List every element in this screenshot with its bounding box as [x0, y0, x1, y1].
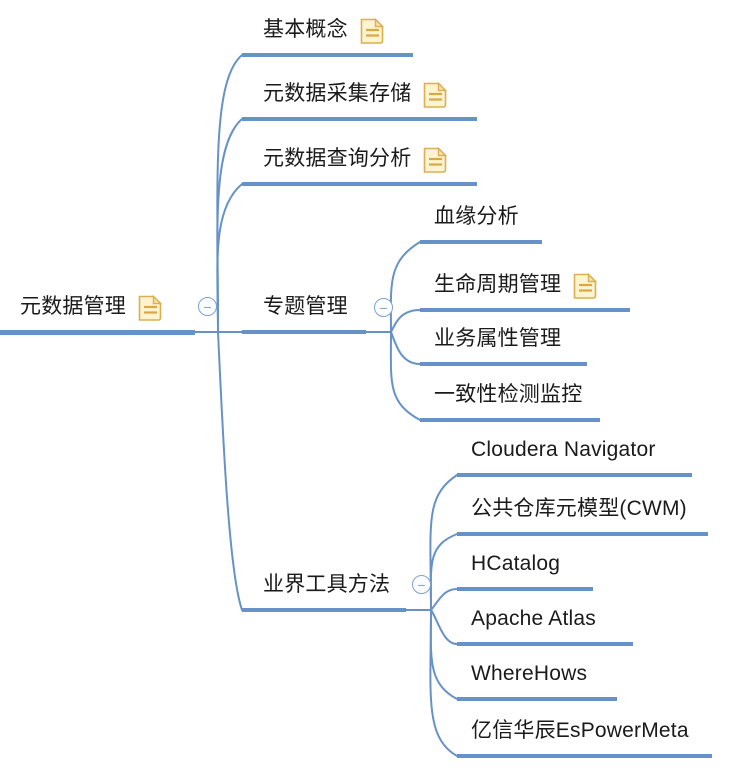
node-label: 业界工具方法	[263, 573, 391, 596]
node-label: 公共仓库元模型(CWM)	[471, 497, 687, 520]
node-basic-concepts[interactable]: 基本概念	[242, 9, 413, 57]
node-topic-management[interactable]: 专题管理	[242, 286, 366, 334]
node-label: 一致性检测监控	[434, 383, 583, 406]
edge-topic-to-lifecycle	[390, 309, 421, 333]
node-label: 基本概念	[263, 18, 348, 41]
node-metadata-query-analysis[interactable]: 元数据查询分析	[242, 138, 477, 186]
note-icon[interactable]	[422, 80, 448, 108]
node-industry-tools[interactable]: 业界工具方法	[242, 564, 406, 612]
node-label: 元数据管理	[20, 295, 126, 318]
node-cwm[interactable]: 公共仓库元模型(CWM)	[457, 488, 708, 536]
edge-topic-to-lineage	[389, 241, 421, 333]
edge-industry-to-hcatalog	[430, 588, 458, 611]
node-consistency-monitoring[interactable]: 一致性检测监控	[420, 374, 600, 422]
edge-industry-to-cwm	[429, 533, 458, 611]
collapse-button-industry-tools[interactable]: −	[412, 575, 431, 594]
node-label: 亿信华辰EsPowerMeta	[471, 719, 689, 742]
node-label: 业务属性管理	[434, 327, 562, 350]
node-espowermeta[interactable]: 亿信华辰EsPowerMeta	[457, 710, 712, 758]
node-label: Cloudera Navigator	[471, 438, 656, 461]
edge-industry-to-wherehows	[429, 609, 458, 700]
edge-industry-to-atlas	[430, 609, 458, 645]
collapse-button-root[interactable]: −	[198, 297, 217, 316]
node-wherehows[interactable]: WhereHows	[457, 653, 617, 701]
edge-topic-to-consistency	[389, 331, 421, 421]
node-label: 元数据查询分析	[263, 147, 412, 170]
collapse-button-topic-management[interactable]: −	[374, 298, 393, 317]
note-icon[interactable]	[572, 271, 598, 299]
node-label: HCatalog	[471, 552, 561, 575]
node-label: Apache Atlas	[471, 607, 596, 630]
node-label: WhereHows	[471, 662, 588, 685]
note-icon[interactable]	[422, 145, 448, 173]
node-lifecycle-management[interactable]: 生命周期管理	[420, 264, 630, 312]
node-cloudera-navigator[interactable]: Cloudera Navigator	[457, 429, 692, 477]
node-label: 血缘分析	[434, 205, 519, 228]
node-label: 生命周期管理	[434, 273, 562, 296]
edge-industry-to-espowermeta	[429, 609, 458, 757]
note-icon[interactable]	[137, 293, 163, 321]
node-label: 元数据采集存储	[263, 82, 412, 105]
edge-root-to-basic-concepts	[216, 54, 243, 333]
node-business-attribute-management[interactable]: 业务属性管理	[420, 318, 587, 366]
node-hcatalog[interactable]: HCatalog	[457, 543, 593, 591]
edge-root-to-industry-tools	[217, 331, 243, 611]
node-apache-atlas[interactable]: Apache Atlas	[457, 598, 633, 646]
edge-root-to-query-analysis	[216, 183, 243, 333]
node-label: 专题管理	[263, 295, 348, 318]
node-metadata-collection-storage[interactable]: 元数据采集存储	[242, 73, 477, 121]
edge-topic-to-business-attr	[390, 331, 421, 365]
node-lineage-analysis[interactable]: 血缘分析	[420, 196, 542, 244]
note-icon[interactable]	[359, 16, 385, 44]
node-root[interactable]: 元数据管理	[0, 286, 195, 335]
